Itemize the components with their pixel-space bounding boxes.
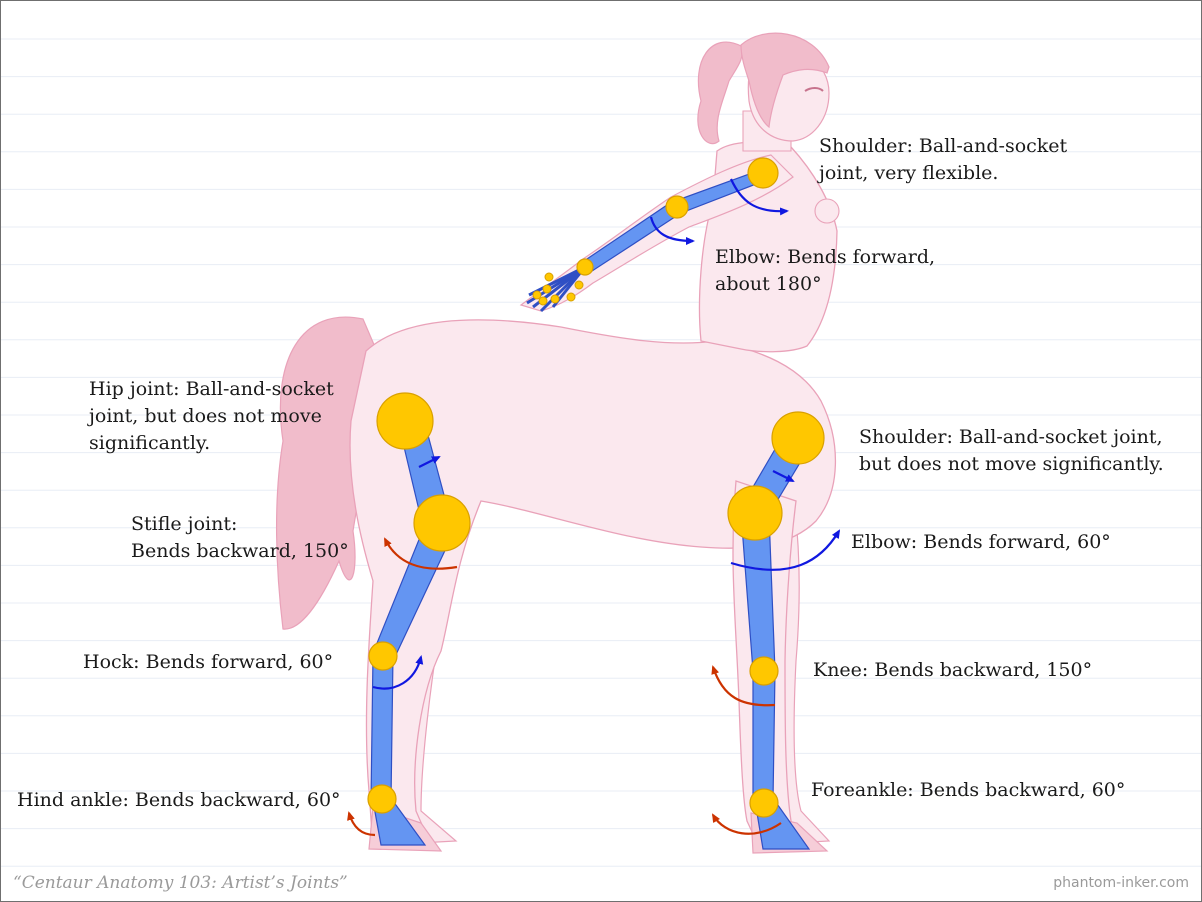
horse-body — [349, 319, 837, 848]
stifle-joint-label: Stifle joint:Bends backward, 150° — [131, 513, 349, 562]
horse-shoulder-joint — [771, 411, 825, 465]
curved-arrow-backward-icon — [384, 537, 458, 570]
curved-arrow-backward-icon — [347, 811, 376, 837]
hind-ankle-label: Hind ankle: Bends backward, 60° — [17, 789, 341, 811]
breast — [814, 198, 840, 224]
forward-arrows — [372, 178, 841, 690]
hind-ankle-joint — [367, 784, 397, 814]
backward-arrows — [347, 537, 782, 837]
foreankle-label: Foreankle: Bends backward, 60° — [811, 779, 1126, 801]
curved-arrow-forward-icon — [729, 178, 789, 216]
human-shoulder-joint — [747, 157, 779, 189]
hair — [740, 32, 830, 129]
hock-label: Hock: Bends forward, 60° — [83, 651, 334, 673]
curved-arrow-forward-icon — [772, 470, 795, 482]
hind-cannon-bone — [370, 654, 394, 802]
foreankle-joint — [749, 788, 779, 818]
knee-joint — [749, 656, 779, 686]
hock-joint — [368, 641, 398, 671]
curved-arrow-forward-icon — [730, 529, 841, 571]
curved-arrow-forward-icon — [418, 456, 441, 468]
hand-joints — [532, 272, 584, 306]
curved-arrow-forward-icon — [649, 216, 695, 245]
hip-joint — [376, 392, 434, 450]
wrist-joint — [576, 258, 594, 276]
human-elbow-joint — [665, 195, 689, 219]
curved-arrow-forward-icon — [372, 655, 424, 690]
ponytail — [697, 41, 743, 145]
joints — [367, 157, 825, 818]
diagram-caption: “Centaur Anatomy 103: Artist’s Joints” — [13, 873, 348, 893]
curved-arrow-backward-icon — [711, 813, 782, 835]
stifle-joint — [413, 494, 471, 552]
horse-elbow-joint — [727, 485, 783, 541]
knee-label: Knee: Bends backward, 150° — [813, 659, 1093, 681]
eye — [804, 87, 824, 92]
horse-shoulder-label: Shoulder: Ball-and-socket joint,but does… — [859, 426, 1164, 475]
site-watermark: phantom-inker.com — [1053, 875, 1189, 891]
curved-arrow-backward-icon — [711, 665, 776, 707]
fore-cannon-bone — [752, 670, 776, 802]
horse-elbow-label: Elbow: Bends forward, 60° — [851, 531, 1111, 553]
human-elbow-label: Elbow: Bends forward,about 180° — [715, 246, 936, 295]
